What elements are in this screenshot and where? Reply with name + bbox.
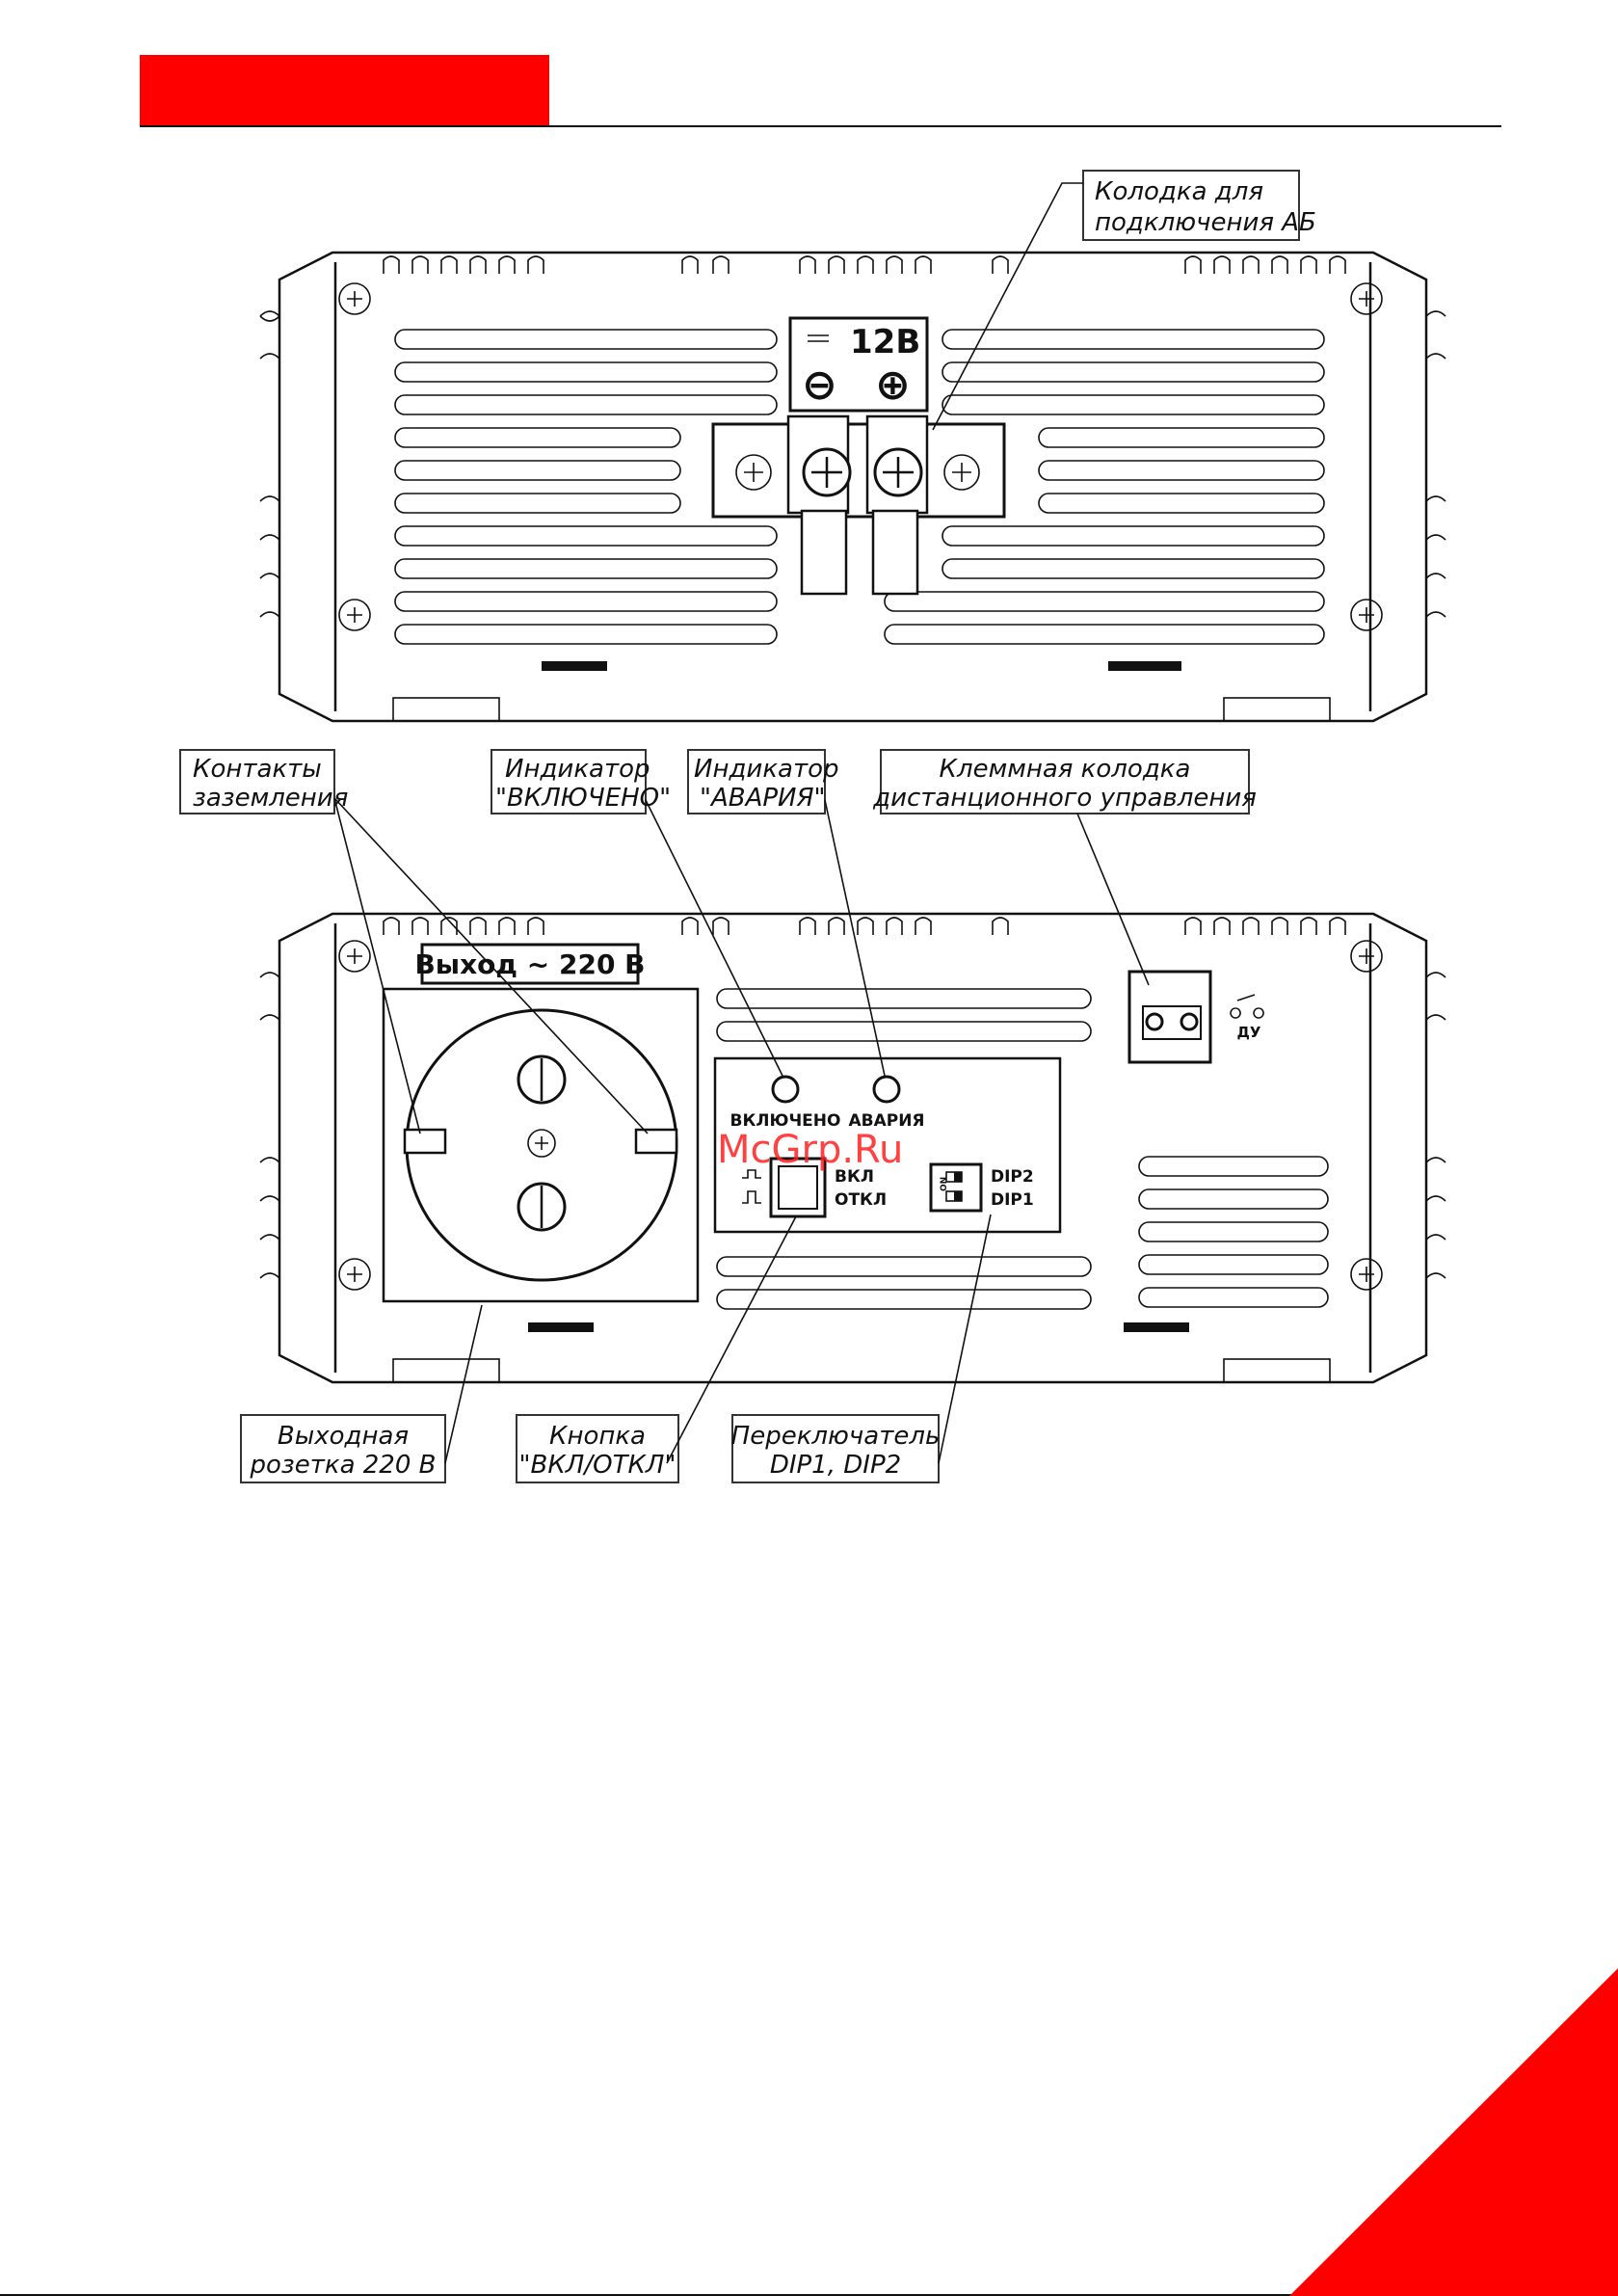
front-foot-right xyxy=(1224,1359,1330,1382)
dip1-label: DIP1 xyxy=(991,1190,1034,1210)
callout-ground-line2: заземления xyxy=(193,784,348,813)
callout-socket-line1: Выходная xyxy=(278,1422,409,1451)
callout-led-fault-leader xyxy=(825,800,885,1076)
front-foot-left xyxy=(393,1359,499,1382)
front-clip-left xyxy=(528,1322,594,1332)
callout-remote-line2: дистанционного управления xyxy=(872,784,1257,813)
remote-label: ДУ xyxy=(1237,1024,1261,1041)
remote-switch-icon xyxy=(1231,995,1263,1018)
callout-socket-leader xyxy=(445,1305,482,1463)
callout-battery-line1: Колодка для xyxy=(1095,177,1263,206)
footer-red-triangle xyxy=(1289,1968,1618,2296)
callout-dip-line1: Переключатель xyxy=(731,1422,941,1451)
top-view-fin-bumps xyxy=(384,256,1345,274)
top-clip-left xyxy=(542,661,607,671)
front-clip-right xyxy=(1124,1322,1189,1332)
callout-remote-line1: Клеммная колодка xyxy=(940,755,1191,784)
callout-battery-line2: подключения АБ xyxy=(1095,208,1316,237)
callout-battery-leader xyxy=(933,183,1083,430)
led-fault xyxy=(874,1077,899,1102)
output-socket xyxy=(384,989,698,1301)
output-label: Выход ~ 220 В xyxy=(414,948,645,980)
callout-led-on-line2: "ВКЛЮЧЕНО" xyxy=(495,784,671,813)
top-clip-right xyxy=(1108,661,1181,671)
callout-led-on-line1: Индикатор xyxy=(505,755,650,784)
minus-terminal-symbol: ⊖ xyxy=(802,360,837,410)
callout-ground-line1: Контакты xyxy=(193,755,322,784)
top-foot-left xyxy=(393,698,499,721)
top-foot-right xyxy=(1224,698,1330,721)
callout-socket-line2: розетка 220 В xyxy=(249,1451,436,1480)
switch-off-label: ОТКЛ xyxy=(835,1190,887,1210)
top-view: 12В ⊖ ⊕ Колодка для подключения АБ xyxy=(260,171,1446,721)
watermark-text: McGrp.Ru xyxy=(717,1128,903,1172)
led-on xyxy=(773,1077,798,1102)
callout-button-line2: "ВКЛ/ОТКЛ" xyxy=(519,1451,676,1480)
battery-voltage-label: 12В xyxy=(850,323,920,361)
callout-remote-leader xyxy=(1077,814,1149,985)
front-view-fin-bumps xyxy=(384,918,1345,935)
callout-dip-leader xyxy=(939,1215,991,1463)
dip2-label: DIP2 xyxy=(991,1167,1034,1187)
callout-led-fault-line2: "АВАРИЯ" xyxy=(700,784,826,813)
header-red-bar xyxy=(140,55,549,125)
dip-on-label: ON xyxy=(940,1177,949,1191)
plus-terminal-symbol: ⊕ xyxy=(875,360,911,410)
dip-switch[interactable] xyxy=(931,1164,981,1211)
callout-dip-line2: DIP1, DIP2 xyxy=(770,1451,901,1480)
callout-led-fault-line1: Индикатор xyxy=(694,755,839,784)
callout-button-line1: Кнопка xyxy=(549,1422,646,1451)
remote-terminal[interactable] xyxy=(1129,972,1210,1062)
